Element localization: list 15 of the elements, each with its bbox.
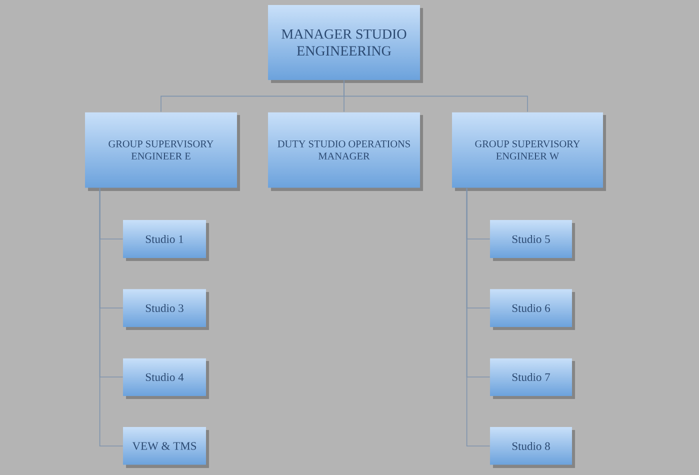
studio-box: Studio 4 — [123, 358, 209, 399]
studio-box: VEW & TMS — [123, 427, 209, 468]
studio-box: Studio 3 — [123, 289, 209, 330]
connector-line — [99, 188, 124, 446]
connector-line — [344, 80, 528, 112]
position-box: DUTY STUDIO OPERATIONS MANAGER — [268, 112, 423, 191]
studio-box: Studio 1 — [123, 220, 209, 261]
position-box: GROUP SUPERVISORY ENGINEER E — [85, 112, 240, 191]
studio-box: Studio 8 — [490, 427, 575, 468]
studio-box: Studio 5 — [490, 220, 575, 261]
position-box: MANAGER STUDIO ENGINEERING — [268, 5, 423, 83]
studio-box: Studio 7 — [490, 358, 575, 399]
connector-line — [466, 188, 490, 446]
position-box: GROUP SUPERVISORY ENGINEER W — [452, 112, 606, 191]
studio-box: Studio 6 — [490, 289, 575, 330]
